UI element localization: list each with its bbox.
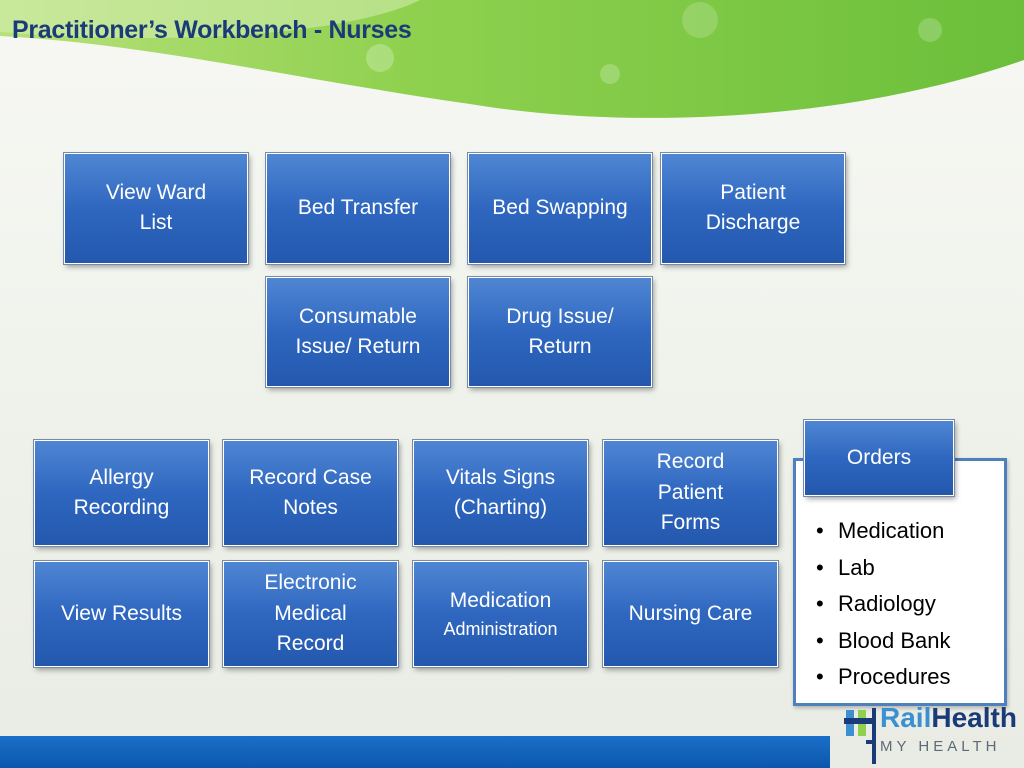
logo-health-text: Health xyxy=(931,702,1017,733)
orders-list: Medication Lab Radiology Blood Bank Proc… xyxy=(816,513,951,696)
box-line: Bed Transfer xyxy=(297,196,419,220)
logo-rail-text: Rail xyxy=(880,702,932,733)
box-line: Forms xyxy=(660,511,721,535)
box-line: Patient xyxy=(720,181,786,204)
orders-box[interactable]: Orders xyxy=(804,420,954,496)
box-line: Bed Swapping xyxy=(492,196,628,220)
box-line: List xyxy=(139,211,173,235)
railhealth-logo-mark-icon xyxy=(844,708,876,764)
box-line: Administration xyxy=(443,619,558,640)
box-line: View Results xyxy=(61,601,182,625)
box-line: Issue/ Return xyxy=(295,335,421,358)
view-results-box[interactable]: View Results xyxy=(34,561,209,667)
box-line: Notes xyxy=(283,496,338,519)
bottom-bar xyxy=(0,736,830,768)
box-line: Nursing Care xyxy=(628,601,753,625)
orders-item[interactable]: Blood Bank xyxy=(816,623,951,660)
box-line: Medication xyxy=(449,588,552,612)
box-line: View Ward xyxy=(105,181,207,204)
bed-swapping-box[interactable]: Bed Swapping xyxy=(468,153,652,264)
orders-item[interactable]: Medication xyxy=(816,513,951,550)
box-line: Record xyxy=(276,632,345,656)
drug-issue-return-box[interactable]: Drug Issue/Return xyxy=(468,277,652,387)
box-line: Allergy xyxy=(89,465,154,489)
bed-transfer-box[interactable]: Bed Transfer xyxy=(266,153,450,264)
box-line: Record xyxy=(656,450,725,474)
orders-item[interactable]: Lab xyxy=(816,550,951,587)
railhealth-logo: RailHealth MY HEALTH xyxy=(842,700,1024,768)
nursing-care-box[interactable]: Nursing Care xyxy=(603,561,778,667)
logo-tagline: MY HEALTH xyxy=(880,738,1001,755)
box-line: Drug Issue/ xyxy=(506,304,614,328)
box-line: Record Case xyxy=(249,465,372,489)
box-line: Patient xyxy=(657,480,724,504)
box-line: Medical xyxy=(274,601,347,625)
box-line: Discharge xyxy=(705,211,801,235)
box-line: Consumable xyxy=(299,304,417,328)
box-line: Recording xyxy=(73,496,170,519)
orders-label: Orders xyxy=(846,446,912,469)
box-line: (Charting) xyxy=(453,496,548,519)
orders-item[interactable]: Radiology xyxy=(816,586,951,623)
box-line: Electronic xyxy=(264,571,357,595)
green-swoosh-banner xyxy=(0,0,1024,118)
box-line: Return xyxy=(528,335,592,358)
slide-title: Practitioner’s Workbench - Nurses xyxy=(12,16,412,44)
logo-wordmark: RailHealth xyxy=(880,702,1017,734)
box-line: Vitals Signs xyxy=(445,465,556,489)
vitals-signs-charting-box[interactable]: Vitals Signs (Charting) xyxy=(413,440,588,546)
orders-item[interactable]: Procedures xyxy=(816,659,951,696)
